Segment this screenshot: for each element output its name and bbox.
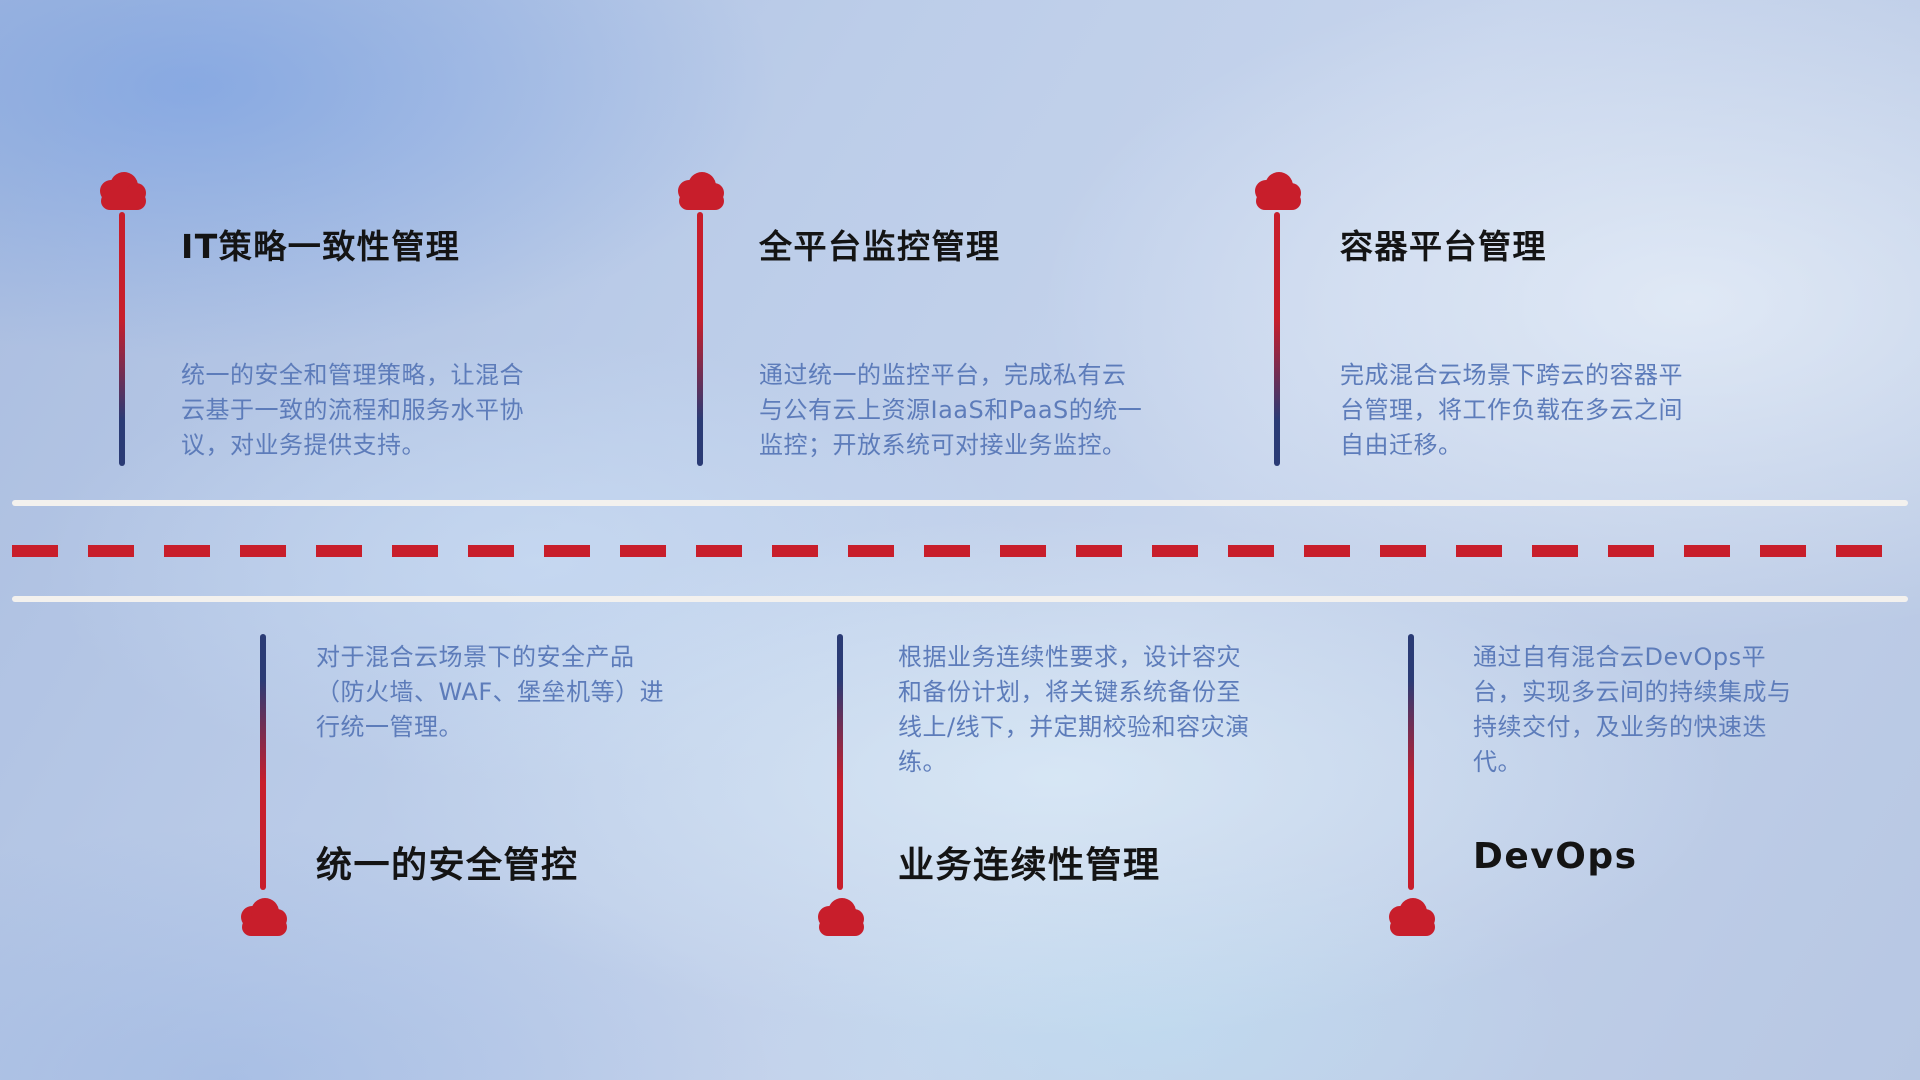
connector-line [697,212,703,466]
cloud-icon [1249,170,1305,210]
connector-line [260,634,266,890]
capability-title: 业务连续性管理 [898,845,1161,886]
connector-line [837,634,843,890]
connector-line [1408,634,1414,890]
capability-description: 完成混合云场景下跨云的容器平台管理，将工作负载在多云之间自由迁移。 [1340,361,1683,459]
capability-description: 统一的安全和管理策略，让混合云基于一致的流程和服务水平协议，对业务提供支持。 [181,361,524,459]
capability-description: 通过统一的监控平台，完成私有云与公有云上资源IaaS和PaaS的统一监控；开放系… [759,361,1143,459]
cloud-icon [812,896,868,936]
capability-title: 全平台监控管理 [759,227,1001,266]
capability-title: DevOps [1473,836,1638,877]
cloud-icon [235,896,291,936]
capability-title: IT策略一致性管理 [181,227,461,266]
cloud-icon [94,170,150,210]
connector-line [1274,212,1280,466]
capability-title: 容器平台管理 [1340,227,1547,266]
cloud-icon [1383,896,1439,936]
road-center-dashed-line [12,545,1908,557]
road-top-line [12,500,1908,506]
capability-description: 对于混合云场景下的安全产品（防火墙、WAF、堡垒机等）进行统一管理。 [316,643,665,741]
road-bottom-line [12,596,1908,602]
cloud-icon [672,170,728,210]
connector-line [119,212,125,466]
capability-description: 通过自有混合云DevOps平台，实现多云间的持续集成与持续交付，及业务的快速迭代… [1473,643,1792,776]
capability-description: 根据业务连续性要求，设计容灾和备份计划，将关键系统备份至线上/线下，并定期校验和… [898,643,1250,776]
capability-title: 统一的安全管控 [316,845,579,886]
